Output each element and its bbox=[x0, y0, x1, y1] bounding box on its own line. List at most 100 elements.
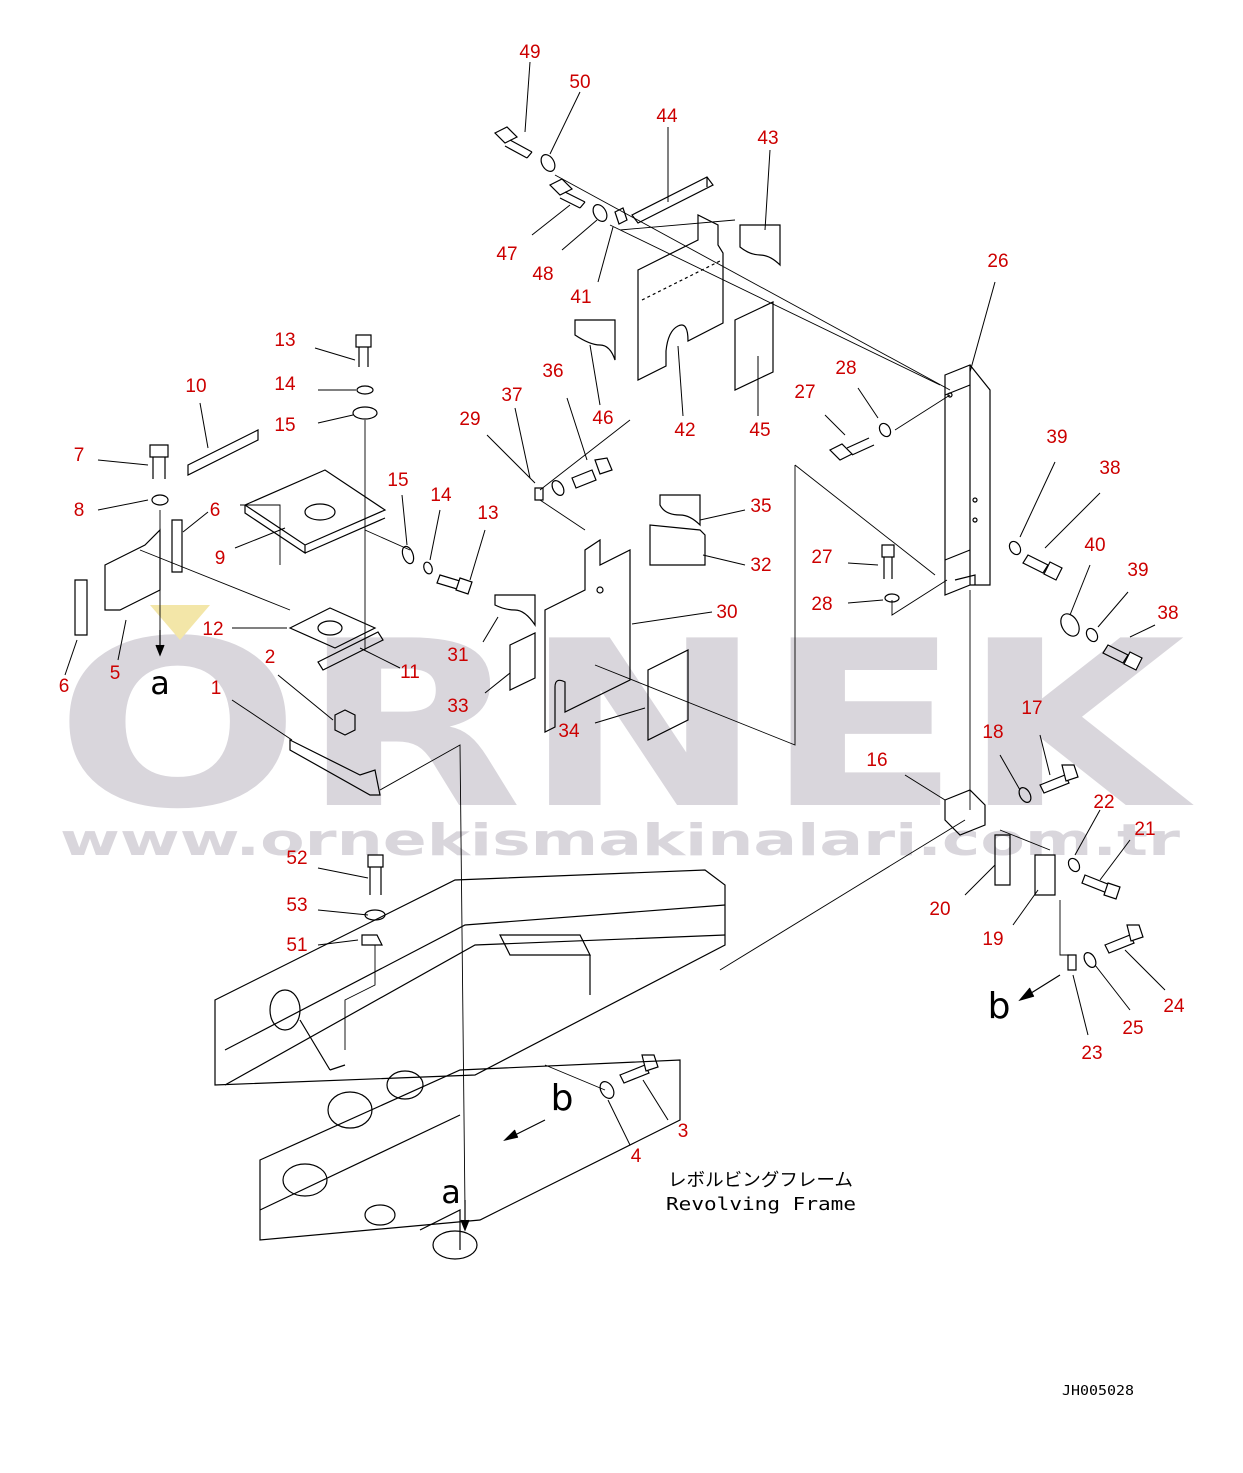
callout-2: 2 bbox=[265, 647, 276, 668]
view-marker-a-lower: a bbox=[441, 1173, 461, 1211]
pad-43 bbox=[739, 224, 781, 267]
washer-14-side bbox=[423, 561, 433, 575]
bolt-3 bbox=[619, 1054, 659, 1084]
plate-12 bbox=[288, 607, 377, 649]
washer-18 bbox=[1018, 787, 1032, 803]
callout-leaders bbox=[64, 61, 1166, 1146]
callout-39-upper: 39 bbox=[1046, 427, 1067, 448]
callout-47: 47 bbox=[496, 244, 517, 265]
callout-4: 4 bbox=[631, 1146, 642, 1167]
washer-37 bbox=[551, 480, 565, 496]
callout-38-lower: 38 bbox=[1157, 603, 1178, 624]
plate-9 bbox=[243, 469, 387, 555]
callout-48: 48 bbox=[532, 264, 553, 285]
callout-41: 41 bbox=[570, 287, 591, 308]
callout-14-top: 14 bbox=[274, 374, 296, 395]
view-marker-a-upper: a bbox=[150, 664, 170, 702]
plate-42 bbox=[637, 214, 724, 381]
pad-46 bbox=[574, 319, 616, 361]
callout-25: 25 bbox=[1122, 1018, 1143, 1039]
callout-26: 26 bbox=[987, 251, 1008, 272]
watermark-logo: ORNEK bbox=[55, 593, 1195, 860]
bracket-26 bbox=[944, 364, 991, 596]
callout-53: 53 bbox=[286, 895, 307, 916]
washer-39-lower bbox=[1085, 627, 1099, 643]
strip-6-right bbox=[171, 519, 183, 573]
clip-41 bbox=[614, 207, 628, 225]
pad-34 bbox=[647, 649, 689, 741]
callout-49: 49 bbox=[519, 42, 540, 63]
callout-30: 30 bbox=[716, 602, 737, 623]
drawing-code: JH005028 bbox=[1062, 1384, 1134, 1399]
watermark-url: www.ornekismakinalari.com.tr bbox=[60, 815, 1180, 866]
callout-7: 7 bbox=[74, 445, 85, 466]
callout-33: 33 bbox=[447, 696, 468, 717]
callout-50: 50 bbox=[569, 72, 590, 93]
plate-30 bbox=[544, 538, 631, 733]
callout-37: 37 bbox=[501, 385, 522, 406]
washer-22 bbox=[1067, 857, 1081, 873]
arrow-b-right bbox=[1018, 974, 1061, 1002]
callout-35: 35 bbox=[750, 496, 771, 517]
bolt-38-lower bbox=[1102, 644, 1143, 671]
bar-44 bbox=[631, 176, 714, 224]
callout-45: 45 bbox=[749, 420, 770, 441]
assembly-lines bbox=[139, 174, 1070, 1211]
block-33 bbox=[509, 632, 536, 691]
pad-31 bbox=[494, 594, 536, 627]
clip-51 bbox=[361, 934, 383, 946]
callout-18: 18 bbox=[982, 722, 1003, 743]
washer-15-top bbox=[352, 406, 378, 420]
callout-39-lower: 39 bbox=[1127, 560, 1148, 581]
view-markers: a a b b bbox=[150, 664, 1010, 1211]
bolt-52 bbox=[367, 854, 384, 895]
callout-36: 36 bbox=[542, 361, 563, 382]
callout-14-side: 14 bbox=[430, 485, 452, 506]
washer-25 bbox=[1083, 952, 1097, 968]
callout-28-upper: 28 bbox=[835, 358, 856, 379]
bolt-24 bbox=[1104, 924, 1144, 954]
frame-label-english: Revolving Frame bbox=[666, 1194, 856, 1215]
bracket-19 bbox=[1034, 854, 1056, 896]
view-marker-b-lower: b bbox=[551, 1078, 574, 1119]
plate-1 bbox=[289, 739, 381, 796]
callout-11: 11 bbox=[400, 662, 420, 683]
callout-9: 9 bbox=[215, 548, 226, 569]
callout-labels: 49 50 44 43 47 48 41 26 13 14 15 10 37 3… bbox=[59, 42, 1185, 1167]
arrow-a-upper bbox=[155, 630, 165, 657]
washer-15-side bbox=[401, 545, 415, 565]
callout-22: 22 bbox=[1093, 792, 1114, 813]
bolt-13-top bbox=[355, 334, 372, 367]
callout-42: 42 bbox=[674, 420, 695, 441]
bolt-49 bbox=[493, 126, 533, 159]
callout-8: 8 bbox=[74, 500, 85, 521]
callout-34: 34 bbox=[558, 721, 580, 742]
callout-13-top: 13 bbox=[274, 330, 295, 351]
pad-32 bbox=[649, 524, 706, 566]
callout-29: 29 bbox=[459, 409, 480, 430]
callout-6-lower: 6 bbox=[59, 676, 70, 697]
bolt-17 bbox=[1039, 764, 1079, 794]
washer-4 bbox=[599, 1081, 615, 1099]
bolt-7 bbox=[149, 444, 169, 479]
callout-51: 51 bbox=[286, 935, 307, 956]
view-marker-b-right: b bbox=[988, 986, 1011, 1027]
callout-3: 3 bbox=[678, 1121, 689, 1142]
washer-40 bbox=[1060, 613, 1080, 637]
callout-21: 21 bbox=[1134, 819, 1155, 840]
callout-19: 19 bbox=[982, 929, 1003, 950]
callout-15-side: 15 bbox=[387, 470, 408, 491]
callout-16: 16 bbox=[866, 750, 887, 771]
callout-44: 44 bbox=[656, 106, 678, 127]
block-2 bbox=[334, 709, 356, 736]
washer-28-upper bbox=[878, 422, 892, 438]
callout-13-side: 13 bbox=[477, 503, 498, 524]
bolt-27-upper bbox=[828, 437, 875, 461]
callout-27-upper: 27 bbox=[794, 382, 815, 403]
watermark: ORNEK www.ornekismakinalari.com.tr bbox=[55, 593, 1195, 866]
callout-20: 20 bbox=[929, 899, 950, 920]
strip-6-left bbox=[74, 579, 88, 636]
callout-10: 10 bbox=[185, 376, 206, 397]
callout-46: 46 bbox=[592, 408, 613, 429]
